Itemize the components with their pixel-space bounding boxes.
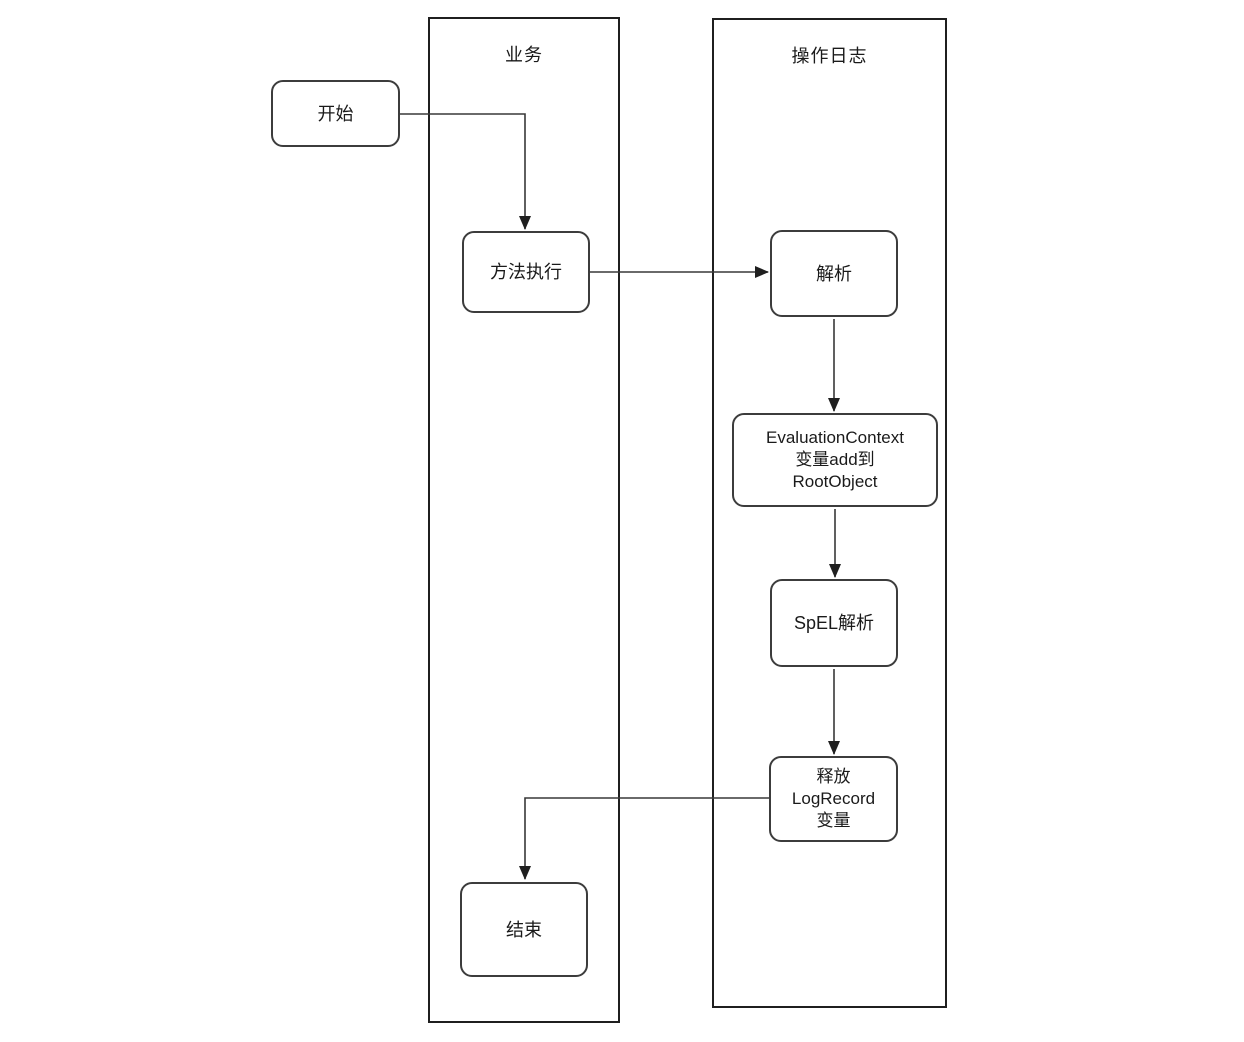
flow-node-start-label: 开始 [317,103,354,124]
flow-node-evaluation-context: EvaluationContext 变量add到 RootObject [732,413,938,507]
lane-business-title: 业务 [505,45,543,65]
lane-operation-log-title: 操作日志 [791,46,868,66]
flow-node-release-logrecord-line1: 释放 [816,767,851,786]
flow-node-end: 结束 [460,882,588,977]
flow-node-evaluation-context-line2: 变量add到 [795,450,875,469]
flow-node-method-exec-label: 方法执行 [490,262,562,282]
flow-node-release-logrecord-line3: 变量 [816,811,851,830]
flow-node-end-label: 结束 [506,919,542,940]
flow-node-parse: 解析 [770,230,898,317]
flow-node-release-logrecord: 释放 LogRecord 变量 [769,756,898,842]
flow-node-evaluation-context-line1: EvaluationContext [766,428,904,447]
flow-node-evaluation-context-line3: RootObject [792,472,878,491]
flow-node-spel-parse-label: SpEL解析 [793,613,875,633]
flow-node-parse-label: 解析 [816,263,852,284]
flow-node-spel-parse: SpEL解析 [770,579,898,667]
flow-node-start: 开始 [271,80,400,147]
flow-node-release-logrecord-line2: LogRecord [791,789,876,808]
lane-operation-log: 操作日志 [712,18,947,1008]
flow-node-method-exec: 方法执行 [462,231,590,313]
lane-business: 业务 [428,17,620,1023]
